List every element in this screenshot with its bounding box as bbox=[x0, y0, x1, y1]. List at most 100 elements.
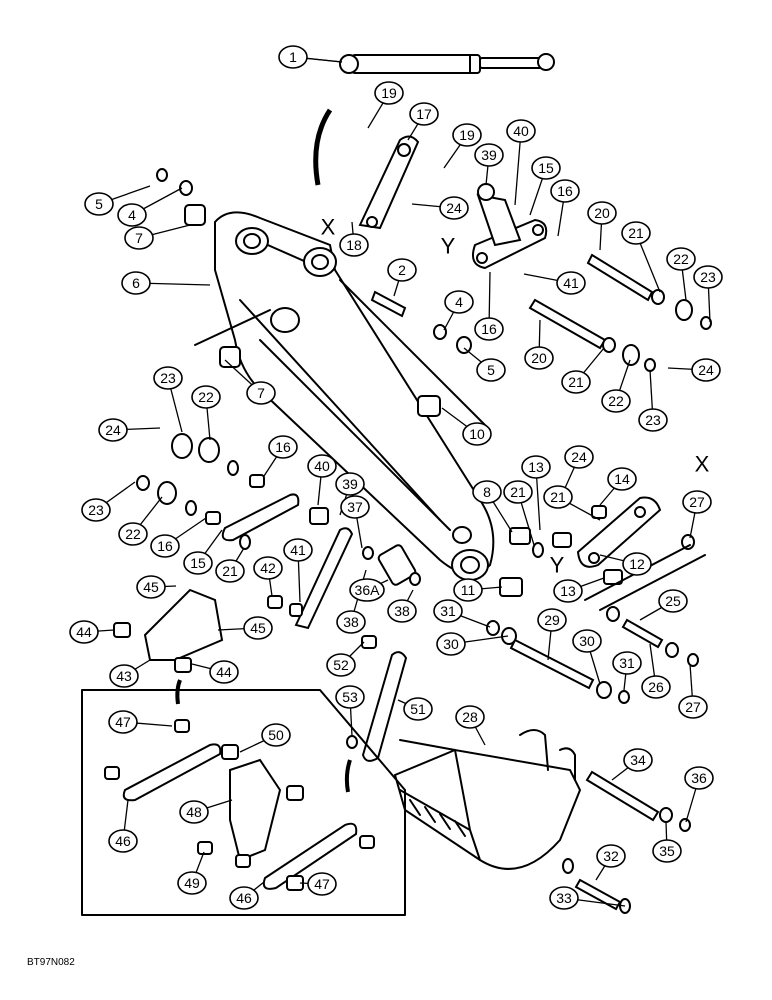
callout-number: 23 bbox=[88, 502, 104, 518]
callout-number: 39 bbox=[481, 147, 497, 163]
callout-25: 25 bbox=[658, 589, 688, 613]
callout-bubble bbox=[98, 418, 128, 442]
callout-bubble bbox=[691, 358, 721, 382]
callout-number: 2 bbox=[398, 262, 406, 278]
callout-bubble bbox=[349, 578, 385, 602]
callout-bubble bbox=[553, 579, 583, 603]
callout-number: 14 bbox=[614, 471, 630, 487]
callout-number: 47 bbox=[314, 876, 330, 892]
callout-bubble bbox=[336, 610, 366, 634]
callout-bubble bbox=[472, 480, 502, 504]
callout-24: 24 bbox=[564, 445, 594, 469]
callout-20: 20 bbox=[524, 346, 554, 370]
bucket-drawing bbox=[393, 729, 582, 870]
callout-bubble bbox=[409, 102, 439, 126]
callout-44: 44 bbox=[209, 660, 239, 684]
callout-number: 38 bbox=[394, 603, 410, 619]
callout-bubble bbox=[124, 226, 154, 250]
callout-number: 5 bbox=[95, 196, 103, 212]
callout-19: 19 bbox=[374, 81, 404, 105]
callout-41: 41 bbox=[283, 538, 313, 562]
callout-39: 39 bbox=[335, 472, 365, 496]
callout-number: 27 bbox=[685, 699, 701, 715]
callout-bubble bbox=[453, 578, 483, 602]
callout-bubble bbox=[641, 675, 671, 699]
callout-5: 5 bbox=[476, 358, 506, 382]
callout-number: 7 bbox=[257, 385, 265, 401]
callout-13: 13 bbox=[521, 455, 551, 479]
callout-bubble bbox=[268, 435, 298, 459]
callout-number: 44 bbox=[216, 664, 232, 680]
callout-22: 22 bbox=[601, 389, 631, 413]
callout-number: 39 bbox=[342, 476, 358, 492]
callout-16: 16 bbox=[268, 435, 298, 459]
callout-bubble bbox=[183, 551, 213, 575]
callout-number: 47 bbox=[115, 714, 131, 730]
callout-number: 6 bbox=[132, 275, 140, 291]
ref-letter-x-top: X bbox=[321, 215, 336, 240]
callout-number: 16 bbox=[157, 538, 173, 554]
callout-bubble bbox=[177, 871, 207, 895]
callout-bubble bbox=[638, 408, 668, 432]
callout-51: 51 bbox=[403, 697, 433, 721]
pins-drawing bbox=[156, 168, 712, 417]
callout-number: 35 bbox=[659, 843, 675, 859]
callout-41: 41 bbox=[556, 271, 586, 295]
callout-bubble bbox=[283, 538, 313, 562]
callout-6: 6 bbox=[121, 271, 151, 295]
callout-8: 8 bbox=[472, 480, 502, 504]
callout-27: 27 bbox=[678, 695, 708, 719]
callout-bubble bbox=[436, 632, 466, 656]
callout-bubble bbox=[335, 472, 365, 496]
callout-number: 40 bbox=[513, 123, 529, 139]
callout-number: 53 bbox=[342, 689, 358, 705]
callout-bubble bbox=[439, 196, 469, 220]
callout-21: 21 bbox=[503, 480, 533, 504]
callout-number: 20 bbox=[531, 350, 547, 366]
callout-number: 21 bbox=[222, 563, 238, 579]
callout-46: 46 bbox=[108, 829, 138, 853]
callout-number: 4 bbox=[455, 294, 463, 310]
callout-bubble bbox=[179, 800, 209, 824]
callout-bubble bbox=[543, 485, 573, 509]
callout-16: 16 bbox=[474, 317, 504, 341]
callout-number: 30 bbox=[443, 636, 459, 652]
callout-bubble bbox=[339, 233, 369, 257]
callout-22: 22 bbox=[666, 247, 696, 271]
callout-20: 20 bbox=[587, 201, 617, 225]
callout-46: 46 bbox=[229, 886, 259, 910]
callout-15: 15 bbox=[183, 551, 213, 575]
callout-50: 50 bbox=[261, 723, 291, 747]
callout-bubble bbox=[136, 575, 166, 599]
callout-bubble bbox=[191, 385, 221, 409]
callout-number: 46 bbox=[115, 833, 131, 849]
callout-bubble bbox=[612, 651, 642, 675]
callout-24: 24 bbox=[439, 196, 469, 220]
callout-bubble bbox=[81, 498, 111, 522]
callout-21: 21 bbox=[561, 370, 591, 394]
callout-number: 26 bbox=[648, 679, 664, 695]
callout-number: 45 bbox=[250, 620, 266, 636]
callout-35: 35 bbox=[652, 839, 682, 863]
link-51-drawing bbox=[346, 635, 408, 762]
callout-number: 7 bbox=[135, 230, 143, 246]
callout-number: 22 bbox=[198, 389, 214, 405]
callout-18: 18 bbox=[339, 233, 369, 257]
callout-bubble bbox=[326, 653, 356, 677]
callout-number: 24 bbox=[446, 200, 462, 216]
upper-links-drawing bbox=[358, 135, 548, 270]
callout-48: 48 bbox=[179, 800, 209, 824]
boom-drawing bbox=[194, 211, 495, 581]
callout-27: 27 bbox=[682, 490, 712, 514]
callout-4: 4 bbox=[444, 290, 474, 314]
callout-38: 38 bbox=[387, 599, 417, 623]
drawing-code: BT97N082 bbox=[27, 957, 75, 968]
callout-bubble bbox=[109, 664, 139, 688]
callout-19: 19 bbox=[452, 123, 482, 147]
callout-number: 48 bbox=[186, 804, 202, 820]
callout-number: 29 bbox=[544, 612, 560, 628]
callout-number: 42 bbox=[260, 560, 276, 576]
callout-number: 50 bbox=[268, 727, 284, 743]
callout-bubble bbox=[462, 422, 492, 446]
callout-23: 23 bbox=[81, 498, 111, 522]
